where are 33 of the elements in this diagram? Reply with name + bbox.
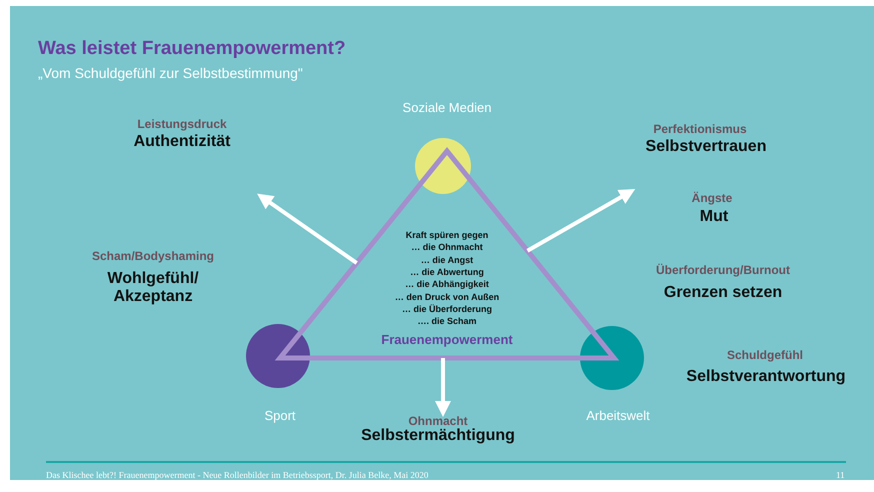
outcome-label: Selbstermächtigung xyxy=(361,427,515,445)
circle-caption: Sport xyxy=(264,408,296,423)
outcome-label: Wohlgefühl/ Akzeptanz xyxy=(106,270,200,306)
outcome-label: Selbstvertrauen xyxy=(646,138,766,156)
outcome-label: Selbstverantwortung xyxy=(686,368,846,386)
slide-title: Was leistet Frauenempowerment? xyxy=(38,38,346,60)
circle-caption: Soziale Medien xyxy=(402,100,492,115)
problem-label: Leistungsdruck xyxy=(137,117,227,131)
list-line: … die Angst xyxy=(420,254,474,265)
footer-text: Das Klischee lebt?! Frauenempowerment - Neue Rollenbilder im Betriebssport, Dr. Julia Belke, Mai 2020 xyxy=(46,470,428,480)
list-line: …. die Scham xyxy=(417,316,477,326)
list-line: … die Überforderung xyxy=(402,304,492,314)
problem-label: Überforderung/Burnout xyxy=(656,263,790,277)
problem-label: Scham/Bodyshaming xyxy=(92,249,214,263)
list-line: … die Ohnmacht xyxy=(411,242,483,252)
subtitle: „Vom Schuldgefühl zur Selbstbestimmung" xyxy=(38,65,303,81)
arrow xyxy=(435,358,451,417)
problem-label: Perfektionismus xyxy=(653,122,747,136)
outcome-label: Mut xyxy=(700,208,728,226)
problem-label: Schuldgefühl xyxy=(727,348,803,362)
arrow xyxy=(257,194,358,265)
list-line: … den Druck von Außen xyxy=(394,292,500,302)
page-number: 11 xyxy=(836,470,845,480)
problem-label: Ängste xyxy=(692,191,732,205)
outcome-label: Authentizität xyxy=(134,133,230,151)
list-line: … die Abwertung xyxy=(410,266,484,277)
problem-label: Ohnmacht xyxy=(407,414,469,428)
list-line: Kraft spüren gegen xyxy=(406,230,488,240)
arrow xyxy=(526,189,636,252)
outcome-label: Grenzen setzen xyxy=(664,284,782,302)
circle-caption: Arbeitswelt xyxy=(586,408,650,423)
list-line: … die Abhängigkeit xyxy=(405,279,489,290)
triangle-title: Frauenempowerment xyxy=(381,332,513,347)
